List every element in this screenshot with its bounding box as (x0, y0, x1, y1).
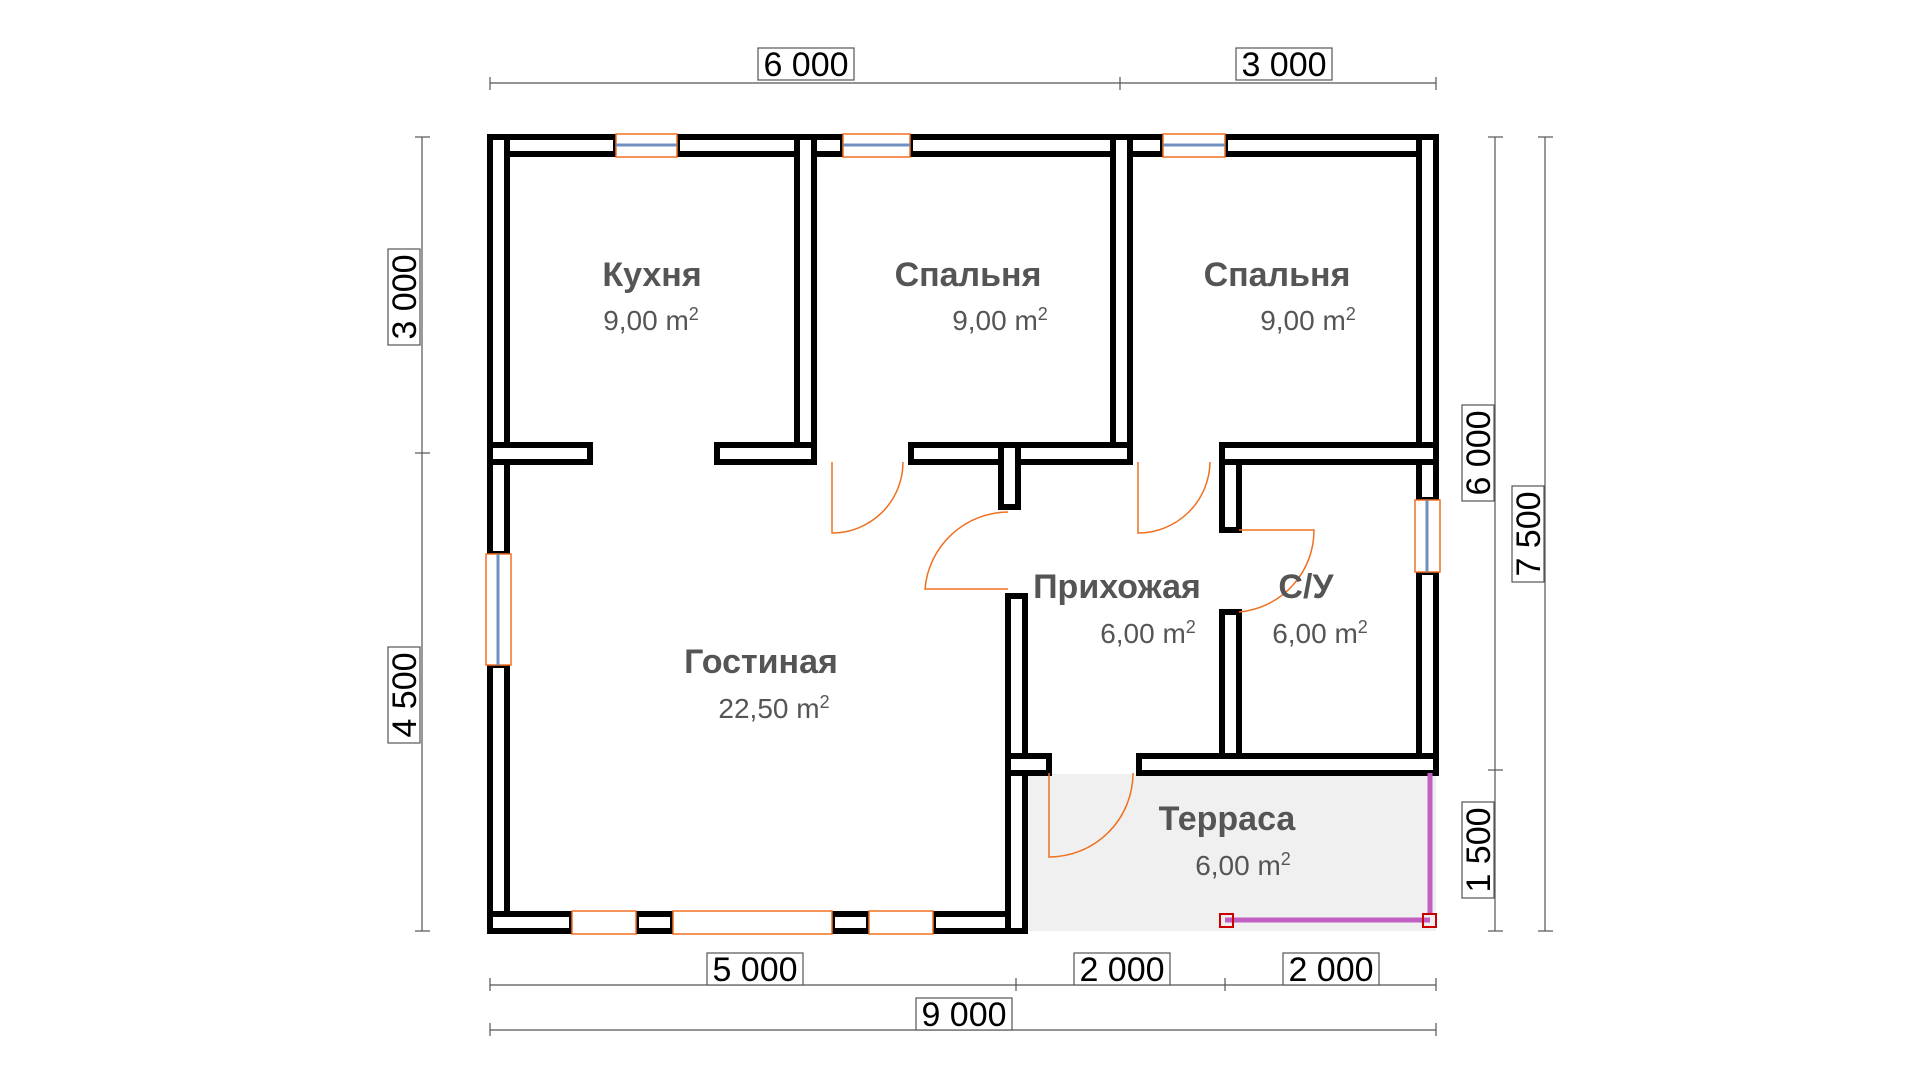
room-area: 9,00 m2 (952, 304, 1048, 336)
wall-bottom-post-1 (633, 911, 676, 934)
room-area: 9,00 m2 (1260, 304, 1356, 336)
room-name: Спальня (1204, 256, 1351, 294)
window-living-bottom-1 (571, 910, 637, 935)
room-name: Кухня (602, 256, 701, 294)
dim-right-inner-top: 6 000 (1460, 410, 1498, 495)
dim-right-inner-bottom: 1 500 (1460, 807, 1498, 892)
room-area: 6,00 m2 (1100, 617, 1196, 649)
dimension-boxes (387, 47, 1545, 1031)
door-terrace (1048, 772, 1134, 858)
dim-top-left: 6 000 (763, 46, 848, 84)
room-name: Терраса (1159, 800, 1297, 838)
wall-kitchen-bedroom (794, 134, 817, 465)
room-area: 9,00 m2 (603, 304, 699, 336)
wall-hall-terrace-stub (1005, 753, 1052, 776)
room-hallway: Прихожая 6,00 m2 (1033, 568, 1201, 649)
dim-left-top: 3 000 (386, 254, 424, 339)
room-bathroom: С/У 6,00 m2 (1272, 568, 1368, 649)
terrace-post-right (1422, 913, 1437, 928)
dim-bottom-2: 2 000 (1079, 951, 1164, 989)
room-name: С/У (1278, 568, 1334, 606)
room-living-room: Гостиная 22,50 m2 (684, 643, 838, 724)
wall-right-lower (1416, 569, 1439, 766)
wall-stub (998, 442, 1021, 510)
wall-bedroom-bedroom (1110, 134, 1133, 465)
door-bathroom (1238, 529, 1315, 613)
room-bedroom-1: Спальня 9,00 m2 (895, 256, 1048, 336)
wall-bottom-left (487, 911, 575, 934)
wall-left-lower (487, 662, 510, 934)
door-bedroom-2 (1137, 461, 1211, 534)
room-name: Прихожая (1033, 568, 1201, 606)
dim-bottom-3: 2 000 (1288, 951, 1373, 989)
wall-bedroom2-bath (1219, 442, 1439, 465)
terrace-post-left (1219, 913, 1234, 928)
dim-top-right: 3 000 (1241, 46, 1326, 84)
room-name: Гостиная (684, 643, 838, 681)
room-area: 22,50 m2 (718, 692, 829, 724)
dim-left-bottom: 4 500 (386, 652, 424, 737)
terrace-railing (1219, 773, 1437, 928)
room-bedroom-2: Спальня 9,00 m2 (1204, 256, 1356, 336)
room-kitchen: Кухня 9,00 m2 (602, 256, 701, 336)
room-terrace: Терраса 6,00 m2 (1159, 800, 1297, 881)
wall-top-mid-1 (674, 134, 846, 157)
wall-left-upper (487, 134, 510, 557)
doors (831, 461, 1315, 858)
room-name: Спальня (895, 256, 1042, 294)
door-bedroom-1 (831, 461, 904, 534)
room-area: 6,00 m2 (1195, 849, 1291, 881)
dim-bottom-total: 9 000 (921, 996, 1006, 1034)
dim-bottom-1: 5 000 (712, 951, 797, 989)
wall-bath-left-lower (1219, 609, 1242, 766)
wall-kitchen-living-1 (487, 442, 593, 465)
wall-bath-left-upper (1219, 459, 1242, 533)
wall-bottom-post-2 (829, 911, 872, 934)
wall-kitchen-living-2 (714, 442, 817, 465)
window-living-bottom-3 (868, 910, 934, 935)
dim-right-total: 7 500 (1510, 491, 1548, 576)
terrace-floor (1025, 774, 1436, 931)
room-area: 6,00 m2 (1272, 617, 1368, 649)
windows (485, 133, 1441, 935)
window-living-bottom-2 (672, 910, 833, 935)
wall-top-right (1222, 134, 1439, 157)
wall-bath-bottom (1136, 753, 1439, 776)
door-hall-living (924, 511, 1009, 590)
